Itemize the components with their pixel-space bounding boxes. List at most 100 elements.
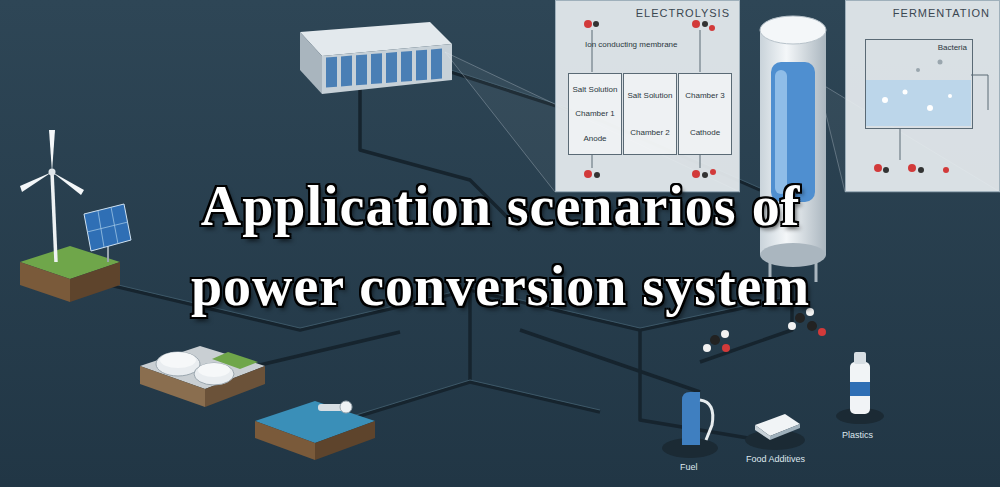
biogas-dome: [156, 352, 200, 376]
biogas-dome: [198, 363, 230, 377]
plastic-bottle: [854, 352, 866, 364]
molecule: [700, 30, 701, 72]
liquid: [938, 60, 943, 65]
molecule: [702, 21, 708, 27]
liquid: [948, 94, 952, 98]
pipe: [330, 382, 600, 425]
molecule: [692, 20, 700, 28]
solar-panel: [84, 204, 131, 251]
water-tile: [255, 421, 315, 460]
molecule: [593, 21, 599, 27]
biogas-dome: [160, 352, 196, 368]
chamber-label: Anode: [583, 134, 606, 143]
electrolyzer-rack: [416, 50, 427, 81]
water-tile: [255, 401, 375, 460]
electrolyzer-rack: [300, 32, 322, 94]
callout-panel: FERMENTATION Bacteria: [845, 0, 1000, 192]
molecule: [592, 154, 593, 168]
food-box: [745, 414, 805, 450]
solar-panel: [107, 245, 109, 262]
liquid: [865, 80, 971, 126]
electrolyzer-rack: [371, 53, 382, 84]
liquid: [903, 90, 908, 95]
wind-tile: [70, 262, 120, 302]
plastic-bottle: [850, 362, 870, 414]
wind-turbine: [52, 172, 56, 262]
food-box: [755, 425, 770, 440]
pipe-highlight: [110, 68, 780, 423]
item-label: Fuel: [680, 462, 698, 472]
electrolyzer-rack: [300, 22, 452, 94]
molecule: [883, 167, 889, 173]
callout-panel: ELECTROLYSISSalt SolutionChamber 1AnodeS…: [555, 0, 740, 192]
fermentation-tank: [760, 16, 826, 44]
fermentation-tank: [760, 16, 826, 282]
liquid: [927, 105, 933, 111]
molecule: [592, 30, 593, 72]
wind-turbine: [52, 172, 84, 195]
electrolyzer-rack: [431, 49, 442, 80]
chamber-label: Chamber 2: [630, 128, 670, 137]
plastic-bottle: [836, 352, 884, 424]
product-molecule: [721, 330, 729, 338]
wind-turbine: [49, 130, 55, 172]
product-molecule: [703, 344, 711, 352]
wind-tile: [20, 246, 120, 302]
molecule: [908, 164, 916, 172]
tank-label: Bacteria: [871, 43, 967, 52]
electrolyzer-rack: [356, 54, 367, 85]
molecule: [700, 154, 701, 168]
tank-box: Bacteria: [865, 39, 973, 129]
water-tile: [315, 421, 375, 460]
molecule: [943, 167, 949, 173]
molecule: [584, 20, 988, 178]
chamber-box: Salt SolutionChamber 2: [623, 73, 677, 155]
wind-turbine: [20, 172, 52, 192]
water-tile: [340, 401, 352, 413]
product-molecule: [722, 344, 730, 352]
electrolyzer-rack: [401, 51, 412, 82]
molecule: [584, 20, 592, 28]
product-molecule: [710, 335, 720, 345]
chamber-label: Salt Solution: [573, 85, 618, 94]
molecule: [710, 169, 716, 175]
item-label: Food Additives: [746, 454, 805, 464]
biogas-dome: [156, 352, 234, 385]
panel-heading: FERMENTATION: [855, 7, 990, 19]
molecule: [971, 75, 988, 110]
fuel-pump: [682, 392, 700, 445]
product-molecule: [818, 328, 826, 336]
solar-panel: [87, 222, 128, 232]
item-label: Ion conducting membrane: [585, 40, 678, 49]
item-label: Plastics: [842, 430, 873, 440]
wind-turbine: [20, 130, 84, 262]
liquid: [916, 68, 920, 72]
fuel-pump: [662, 392, 718, 458]
pipe-highlight: [330, 380, 600, 423]
wind-turbine: [49, 169, 56, 176]
molecule: [709, 25, 715, 31]
biogas-tile: [140, 346, 265, 407]
liquid: [865, 60, 971, 127]
product-molecule: [807, 321, 817, 331]
solar-panel: [84, 204, 131, 262]
panel-heading: ELECTROLYSIS: [565, 7, 730, 19]
callout-panel-ground: [555, 0, 1000, 192]
molecule: [874, 164, 882, 172]
callout-panel-ground: [845, 0, 1000, 192]
electrolyzer-rack: [322, 44, 452, 94]
food-box: [770, 424, 800, 440]
chamber-label: Cathode: [690, 128, 720, 137]
product-molecule: [788, 322, 796, 330]
chamber-box: Salt SolutionChamber 1 Anode: [568, 73, 622, 155]
electrolyzer-rack: [386, 52, 397, 83]
chamber-label: Chamber 1: [575, 109, 615, 118]
fuel-pump: [700, 400, 713, 440]
diagram-title: Application scenarios of power conversio…: [161, 166, 840, 326]
chamber-box: Chamber 3Cathode: [678, 73, 732, 155]
